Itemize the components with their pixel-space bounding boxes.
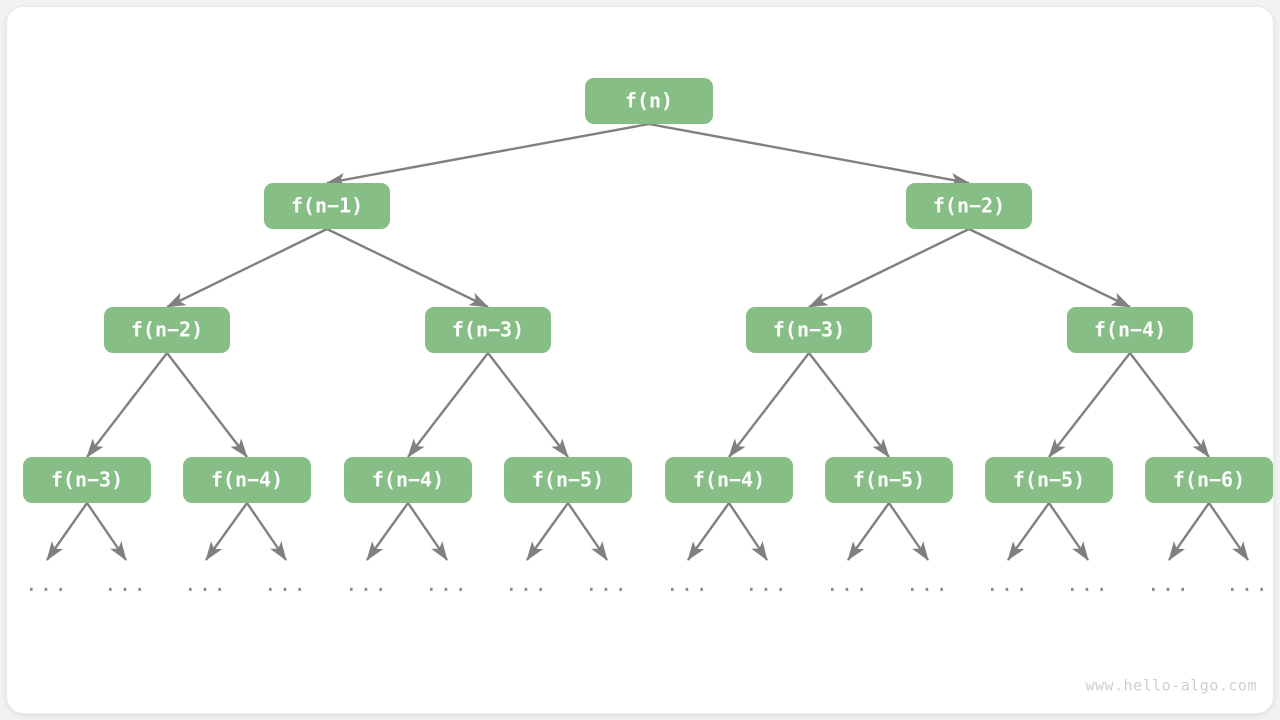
- recursion-tree-diagram: f(n) f(n−1) f(n−2) f(n−2) f(n−3) f(n−3) f(n−4)…: [23, 78, 1273, 695]
- tree-node: f(n−2): [104, 307, 230, 353]
- edges-layer: [86, 122, 1210, 458]
- ellipsis-label: ...: [264, 572, 308, 596]
- leaf-stub-edge: [567, 502, 608, 561]
- leaf-stub-edge: [86, 502, 127, 561]
- node-box: [504, 457, 632, 503]
- leaf-stub-edge: [246, 502, 287, 561]
- tree-edge: [1129, 352, 1210, 458]
- tree-node: f(n−4): [665, 457, 793, 503]
- tree-edge: [808, 227, 970, 309]
- node-label: f(n−5): [1013, 468, 1085, 492]
- tree-edge: [326, 227, 489, 309]
- node-label: f(n): [625, 89, 673, 113]
- node-label: f(n−4): [693, 468, 765, 492]
- node-box: [746, 307, 872, 353]
- tree-node: f(n−3): [23, 457, 151, 503]
- nodes-layer: f(n) f(n−1) f(n−2) f(n−2) f(n−3) f(n−3) f(n−4)…: [23, 78, 1273, 503]
- leaf-stub-edge: [728, 502, 768, 561]
- tree-node: f(n−4): [344, 457, 472, 503]
- tree-edge: [968, 227, 1131, 309]
- node-label: f(n−3): [51, 468, 123, 492]
- tree-node: f(n−3): [425, 307, 551, 353]
- ellipsis-label: ...: [585, 572, 629, 596]
- node-box: [344, 457, 472, 503]
- tree-node: f(n−3): [746, 307, 872, 353]
- tree-edge: [728, 352, 810, 458]
- ellipsis-label: ...: [666, 572, 710, 596]
- ellipsis-label: ...: [1147, 572, 1191, 596]
- tree-edge: [1048, 352, 1131, 458]
- tree-node: f(n−4): [1067, 307, 1193, 353]
- ellipsis-label: ...: [184, 572, 228, 596]
- node-box: [1145, 457, 1273, 503]
- leaf-stub-edge: [847, 502, 890, 561]
- node-label: f(n−2): [933, 194, 1005, 218]
- watermark-label: www.hello-algo.com: [1085, 677, 1257, 695]
- leaf-stub-edge: [46, 502, 88, 561]
- leaf-stub-edge: [687, 502, 730, 561]
- node-label: f(n−4): [211, 468, 283, 492]
- tree-edge: [326, 122, 650, 187]
- tree-node: f(n−2): [906, 183, 1032, 229]
- node-box: [104, 307, 230, 353]
- tree-edge: [808, 352, 890, 458]
- node-label: f(n−5): [532, 468, 604, 492]
- ellipsis-label: ...: [425, 572, 469, 596]
- node-box: [183, 457, 311, 503]
- tree-node: f(n−6): [1145, 457, 1273, 503]
- node-label: f(n−3): [773, 318, 845, 342]
- leaf-stub-edges-layer: [46, 502, 1249, 561]
- diagram-card: f(n) f(n−1) f(n−2) f(n−2) f(n−3) f(n−3) f(n−4)…: [7, 7, 1273, 713]
- leaf-stub-edge: [526, 502, 569, 561]
- ellipsis-label: ...: [345, 572, 389, 596]
- node-label: f(n−3): [452, 318, 524, 342]
- tree-edge: [407, 352, 489, 458]
- leaf-stub-edge: [205, 502, 248, 561]
- ellipsis-label: ...: [25, 572, 69, 596]
- node-box: [264, 183, 390, 229]
- tree-node: f(n−5): [985, 457, 1113, 503]
- leaf-stub-edge: [407, 502, 448, 561]
- leaf-stub-edge: [1048, 502, 1089, 561]
- ellipsis-label: ...: [1066, 572, 1110, 596]
- tree-edge: [86, 352, 168, 458]
- node-box: [906, 183, 1032, 229]
- ellipsis-label: ...: [745, 572, 789, 596]
- leaf-stub-edge: [1208, 502, 1249, 561]
- tree-edge: [166, 352, 248, 458]
- ellipsis-label: ...: [1226, 572, 1270, 596]
- node-box: [665, 457, 793, 503]
- node-label: f(n−6): [1173, 468, 1245, 492]
- ellipsis-label: ...: [826, 572, 870, 596]
- node-box: [425, 307, 551, 353]
- tree-edge: [166, 227, 328, 309]
- leaf-stub-edge: [366, 502, 409, 561]
- node-box: [585, 78, 713, 124]
- tree-node: f(n−5): [504, 457, 632, 503]
- leaf-stub-edge: [888, 502, 929, 561]
- node-label: f(n−5): [853, 468, 925, 492]
- tree-node: f(n−5): [825, 457, 953, 503]
- node-label: f(n−2): [131, 318, 203, 342]
- leaf-stub-edge: [1168, 502, 1210, 561]
- node-label: f(n−4): [1094, 318, 1166, 342]
- leaf-stub-edge: [1007, 502, 1050, 561]
- ellipsis-label: ...: [104, 572, 148, 596]
- node-label: f(n−4): [372, 468, 444, 492]
- tree-node: f(n−4): [183, 457, 311, 503]
- tree-edge: [487, 352, 569, 458]
- ellipsis-label: ...: [906, 572, 950, 596]
- node-box: [1067, 307, 1193, 353]
- node-box: [23, 457, 151, 503]
- tree-edge: [648, 122, 970, 187]
- node-label: f(n−1): [291, 194, 363, 218]
- ellipsis-label: ...: [505, 572, 549, 596]
- tree-node: f(n): [585, 78, 713, 124]
- ellipsis-label: ...: [986, 572, 1030, 596]
- ellipsis-layer: ........................................…: [25, 572, 1270, 596]
- node-box: [985, 457, 1113, 503]
- node-box: [825, 457, 953, 503]
- tree-node: f(n−1): [264, 183, 390, 229]
